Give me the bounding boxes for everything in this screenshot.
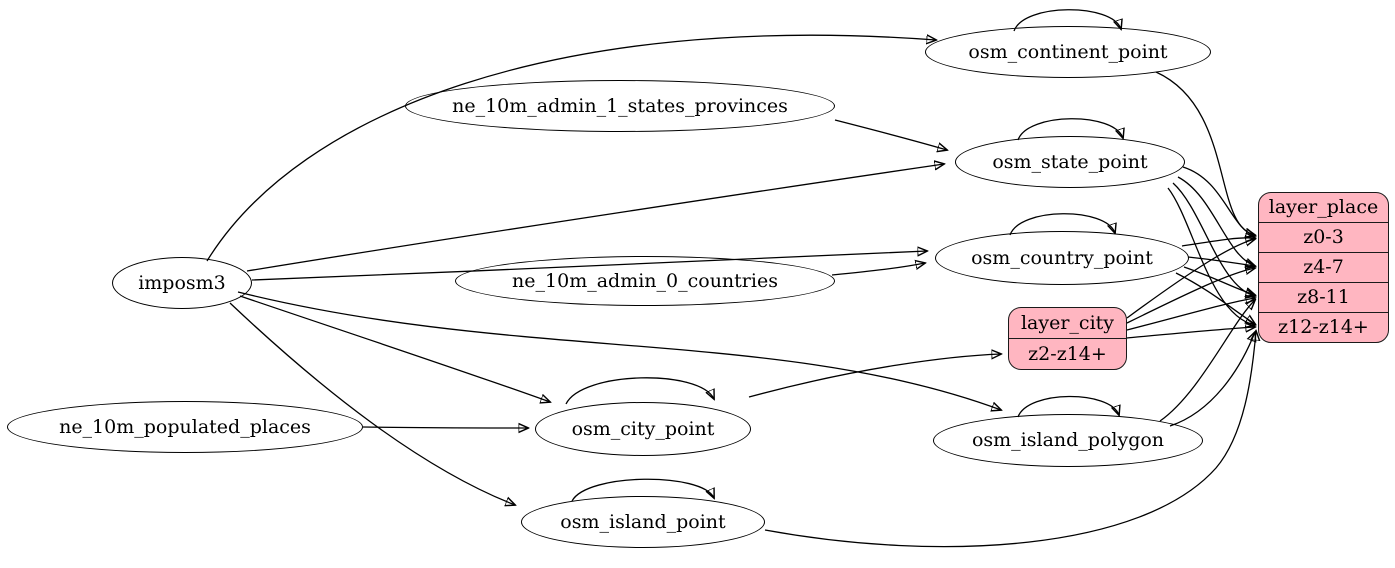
edge-osm-country-point-layer-place-z4-7 [1187,256,1255,266]
edge-ne-10m-admin-0-countries-osm-country-point [831,263,925,276]
edge-osm-state-point-layer-place-z4-7 [1177,176,1255,266]
edge-osm-country-point-layer-place-z8-11 [1183,266,1255,295]
node-osm-state-point: osm_state_point [955,136,1185,188]
node-osm-city-point: osm_city_point [535,402,751,456]
edge-osm-state-point-layer-place-z0-3 [1182,166,1255,236]
edge-osm-island-polygon-layer-place-z12-z14 [1169,332,1255,427]
edge-imposm3-osm-island-polygon [237,291,1001,410]
record-layer-place-title: layer_place [1268,196,1379,218]
record-layer-place-row-z0-3: z0-3 [1259,222,1388,252]
node-osm-city-point-label: osm_city_point [571,417,715,440]
node-imposm3-label: imposm3 [138,271,226,294]
node-ne-10m-admin-0-countries-label: ne_10m_admin_0_countries [512,269,778,292]
record-layer-city-title: layer_city [1020,311,1115,334]
node-osm-country-point: osm_country_point [935,231,1189,285]
edge-osm-city-point-layer-city-z2-z14 [748,354,1001,398]
edge-layer-city-layer-place-z12-z14 [1126,327,1255,339]
edge-osm-country-point-layer-place-z12-z14 [1175,272,1255,324]
record-layer-place-row-z12-z14: z12-z14+ [1259,312,1388,342]
edge-imposm3-osm-city-point [239,295,550,402]
node-osm-country-point-label: osm_country_point [971,246,1153,269]
node-osm-island-polygon: osm_island_polygon [933,414,1203,467]
node-osm-continent-point: osm_continent_point [925,26,1211,78]
node-osm-island-point: osm_island_point [521,496,765,548]
edge-osm-state-point-layer-place-z8-11 [1172,182,1255,296]
record-layer-place-row-z8-11: z8-11 [1259,282,1388,312]
edge-osm-island-polygon-layer-place-z8-11 [1159,300,1255,422]
node-imposm3: imposm3 [112,257,252,309]
edge-osm-country-point-layer-place-z0-3 [1181,238,1255,247]
edge-ne-10m-admin-1-states-provinces-osm-state-point [834,119,947,150]
node-ne-10m-populated-places-label: ne_10m_populated_places [59,415,311,438]
record-layer-place-row-z4-7: z4-7 [1259,252,1388,282]
record-layer-place: layer_place z0-3 z4-7 z8-11 z12-z14+ [1258,192,1389,343]
node-ne-10m-populated-places: ne_10m_populated_places [7,401,363,453]
record-layer-city-row-z2-z14: z2-z14+ [1009,338,1126,369]
edge-imposm3-osm-state-point [246,164,944,272]
edge-ne-10m-populated-places-osm-city-point [362,427,528,428]
edge-layer-city-layer-place-z8-11 [1126,298,1255,331]
node-osm-island-point-label: osm_island_point [560,510,726,533]
node-ne-10m-admin-1-states-provinces-label: ne_10m_admin_1_states_provinces [452,94,788,117]
node-osm-island-polygon-label: osm_island_polygon [971,429,1165,451]
edge-imposm3-osm-continent-point [206,35,936,262]
node-ne-10m-admin-1-states-provinces: ne_10m_admin_1_states_provinces [405,80,835,132]
node-osm-continent-point-label: osm_continent_point [968,40,1168,63]
edge-osm-city-point-self-loop [565,377,714,405]
node-ne-10m-admin-0-countries: ne_10m_admin_0_countries [455,256,835,306]
node-osm-state-point-label: osm_state_point [992,150,1148,173]
record-layer-city: layer_city z2-z14+ [1008,307,1127,370]
